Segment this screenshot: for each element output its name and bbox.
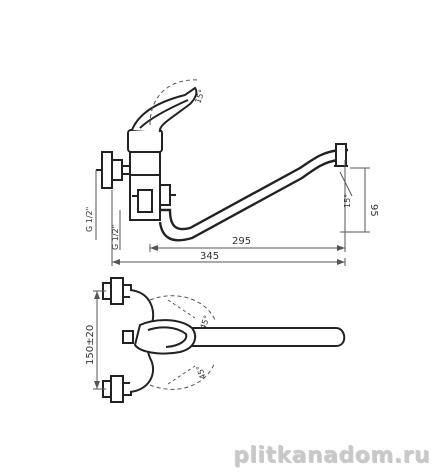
dim-angle-right: 15° bbox=[343, 194, 352, 208]
top-spout bbox=[160, 327, 346, 347]
dim-295: 295 bbox=[232, 236, 251, 247]
lever-handle bbox=[131, 86, 198, 133]
dim-spacing: 150±20 bbox=[85, 325, 96, 365]
dim-95: 95 bbox=[368, 204, 379, 217]
spout bbox=[158, 143, 348, 242]
top-eccentric-upper bbox=[102, 277, 132, 305]
top-eccentric-lower bbox=[102, 375, 132, 403]
side-dimensions bbox=[95, 160, 370, 266]
dim-345: 345 bbox=[200, 251, 219, 262]
angle-lower: 45° bbox=[195, 364, 208, 380]
thread-label-lower: G 1/2" bbox=[111, 225, 120, 250]
top-dimensions bbox=[93, 290, 106, 390]
top-swing-arc-lower bbox=[149, 361, 216, 390]
top-view bbox=[102, 277, 346, 403]
top-swing-arc-upper bbox=[149, 295, 216, 321]
thread-label-upper: G 1/2" bbox=[85, 207, 94, 232]
eccentric-fitting-lower bbox=[132, 189, 153, 213]
mixer-body bbox=[127, 129, 176, 221]
top-handle bbox=[122, 319, 197, 355]
eccentric-fitting-upper bbox=[96, 151, 133, 189]
handle-swing-arc bbox=[149, 79, 201, 126]
watermark: plitkanadom.ru bbox=[233, 443, 430, 468]
side-view bbox=[96, 79, 348, 242]
